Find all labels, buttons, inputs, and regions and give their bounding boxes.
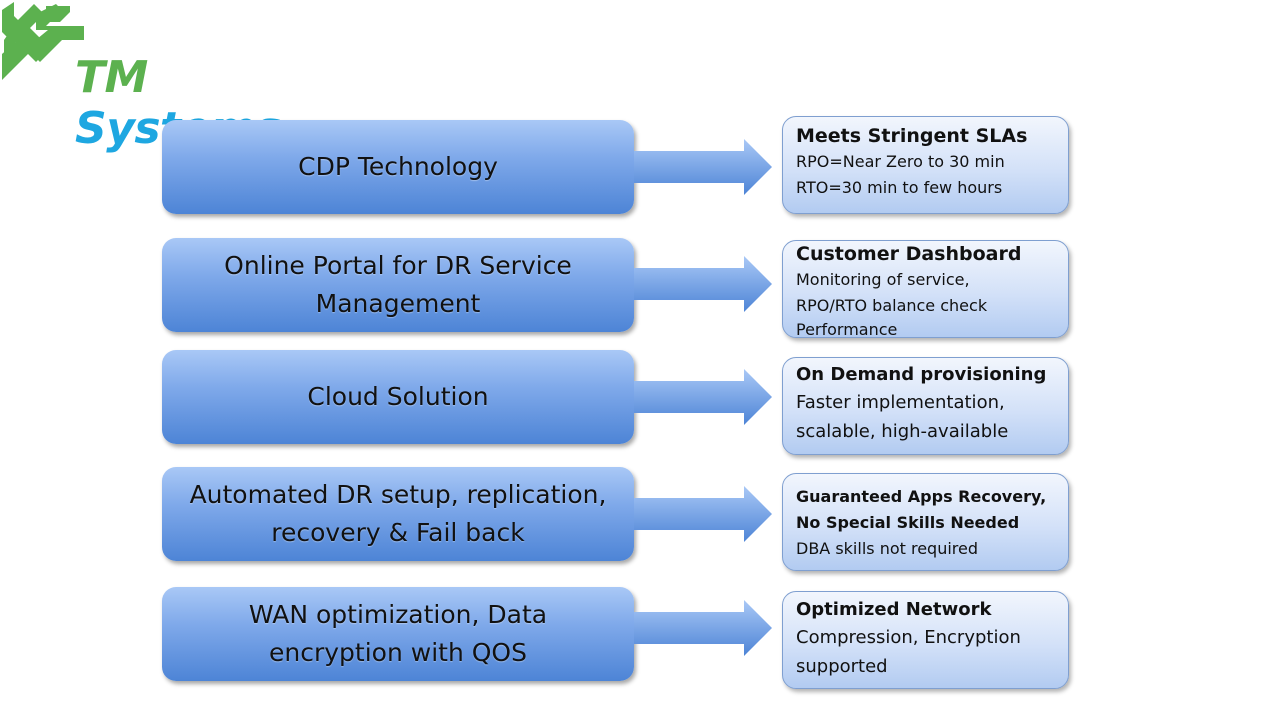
benefit-title: Guaranteed Apps Recovery, [796,487,1047,506]
company-logo: TM Systems [0,0,340,154]
feature-box-portal: Online Portal for DR Service Management [162,238,634,332]
benefit-line: scalable, high-available [796,421,1009,442]
arrow-right-icon [634,486,772,542]
logo-tm-text: TM [75,52,148,103]
arrow-right-icon [634,369,772,425]
benefit-title: Customer Dashboard [796,243,1022,265]
benefit-title: Meets Stringent SLAs [796,125,1028,147]
benefit-line: Faster implementation, [796,392,1005,413]
benefit-line: RTO=30 min to few hours [796,178,1003,197]
benefit-title: On Demand provisioning [796,364,1047,385]
arrow-right-icon [634,256,772,312]
benefit-box-network: Optimized Network Compression, Encryptio… [782,591,1069,689]
benefit-line: supported [796,656,888,677]
feature-label: CDP Technology [298,152,498,181]
feature-label: Online Portal for DR Service Management [224,251,572,318]
feature-label: Automated DR setup, replication, recover… [189,480,607,547]
benefit-line: Performance [796,320,898,339]
feature-box-automated-dr: Automated DR setup, replication, recover… [162,467,634,561]
feature-box-wan: WAN optimization, Data encryption with Q… [162,587,634,681]
feature-label: Cloud Solution [307,382,489,411]
logo-arrows-icon [2,2,84,80]
benefit-box-provisioning: On Demand provisioning Faster implementa… [782,357,1069,455]
feature-box-cdp: CDP Technology [162,120,634,214]
benefit-line: Monitoring of service, [796,270,970,289]
arrow-right-icon [634,600,772,656]
arrow-right-icon [634,139,772,195]
benefit-line: Compression, Encryption [796,627,1021,648]
benefit-line: DBA skills not required [796,539,979,558]
benefit-box-dashboard: Customer Dashboard Monitoring of service… [782,240,1069,339]
benefit-line: RPO/RTO balance check [796,296,988,315]
benefit-box-recovery: Guaranteed Apps Recovery, No Special Ski… [782,473,1069,571]
benefit-title: Optimized Network [796,599,992,620]
feature-box-cloud: Cloud Solution [162,350,634,444]
benefit-line: RPO=Near Zero to 30 min [796,152,1005,171]
benefit-title-2: No Special Skills Needed [796,513,1020,532]
benefit-box-slas: Meets Stringent SLAs RPO=Near Zero to 30… [782,116,1069,214]
feature-label: WAN optimization, Data encryption with Q… [248,600,548,667]
